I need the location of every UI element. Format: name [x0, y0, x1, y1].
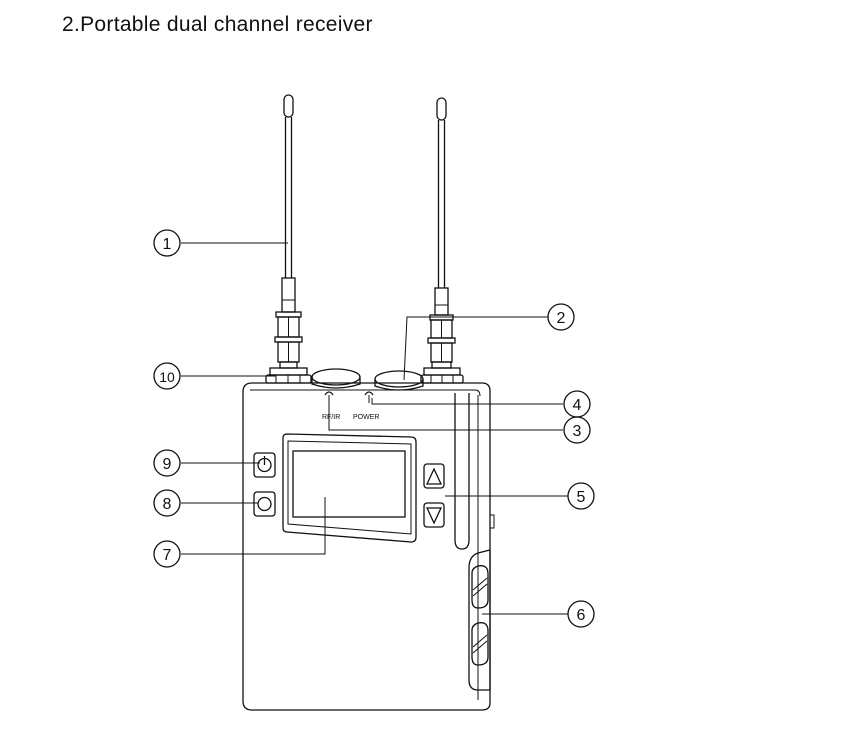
page-title: 2.Portable dual channel receiver	[62, 13, 373, 36]
callout-5-number: 5	[577, 489, 586, 506]
callout-9: 9	[153, 449, 181, 477]
rf-ir-label: RF/IR	[322, 414, 340, 421]
callout-5: 5	[567, 482, 595, 510]
callout-8: 8	[153, 489, 181, 517]
callout-3-number: 3	[573, 423, 582, 440]
callout-10-number: 10	[159, 369, 175, 385]
down-button[interactable]	[423, 502, 445, 528]
right-antenna	[420, 97, 464, 384]
callout-7: 7	[153, 540, 181, 568]
callout-4-number: 4	[573, 397, 582, 414]
set-button[interactable]	[253, 491, 276, 517]
callout-1: 1	[153, 229, 181, 257]
callout-10: 10	[153, 362, 181, 390]
lcd-display	[282, 433, 417, 543]
top-knob-right	[374, 370, 424, 391]
callout-6-number: 6	[577, 607, 586, 624]
callout-9-number: 9	[163, 456, 172, 473]
callout-8-number: 8	[163, 496, 172, 513]
top-knob-left	[311, 368, 361, 389]
callout-6: 6	[567, 600, 595, 628]
battery-compartment	[468, 549, 491, 691]
callout-3: 3	[563, 416, 591, 444]
power-label: POWER	[353, 414, 379, 421]
callout-2-number: 2	[557, 310, 566, 327]
callout-1-number: 1	[163, 236, 172, 253]
receiver-body	[242, 382, 495, 711]
power-button[interactable]	[253, 452, 276, 478]
led-indicators	[324, 391, 374, 403]
callout-2: 2	[547, 303, 575, 331]
leader-lines	[181, 242, 568, 615]
callout-7-number: 7	[163, 547, 172, 564]
up-button[interactable]	[423, 463, 445, 489]
left-antenna	[265, 94, 312, 384]
callout-4: 4	[563, 390, 591, 418]
